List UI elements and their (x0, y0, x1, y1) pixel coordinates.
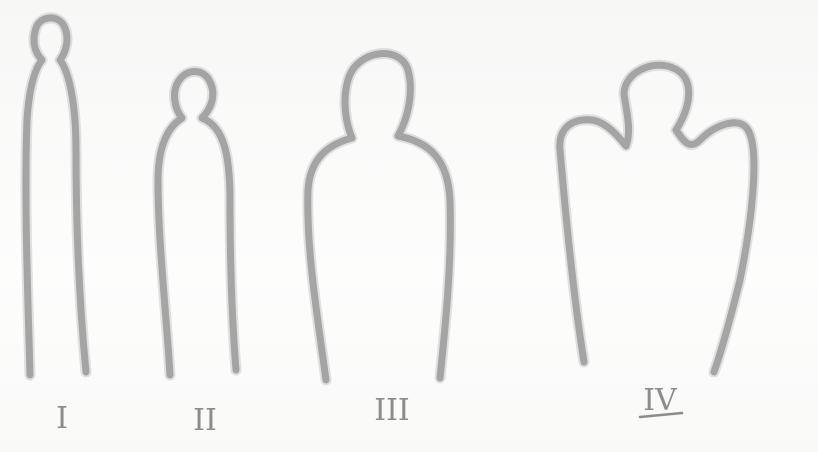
figure-2 (158, 72, 236, 376)
figure-3 (308, 54, 451, 380)
figure-1-label: I (56, 401, 68, 436)
figure-3-outline (308, 54, 451, 380)
figure-2-label: II (193, 403, 217, 438)
figure-4 (560, 65, 754, 372)
figure-1 (26, 18, 86, 375)
figure-3-label: III (374, 393, 410, 428)
figure-4-outline (560, 65, 754, 372)
